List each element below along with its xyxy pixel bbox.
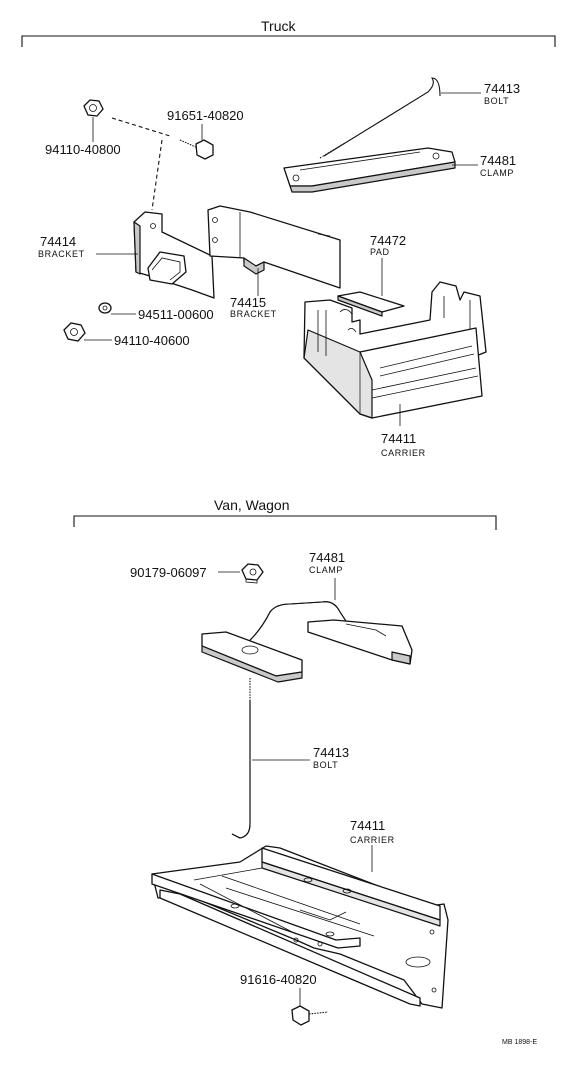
bracket-74414: [133, 211, 215, 299]
label-74411-van: 74411: [350, 818, 385, 833]
label-74411-truck: 74411: [381, 431, 416, 446]
section-bracket-van-wagon: [73, 515, 497, 530]
label-pad: PAD: [370, 247, 390, 257]
label-74414: 74414: [40, 234, 76, 249]
dashed-line-a: [111, 117, 171, 137]
nut-94110-40800: [83, 99, 104, 117]
label-74413-van: 74413: [313, 745, 349, 760]
label-clamp-truck: CLAMP: [480, 168, 514, 178]
nut-90179-06097: [241, 563, 264, 584]
clamp-74481-van: [201, 601, 413, 683]
section-bracket-truck: [21, 35, 556, 47]
carrier-74411-van: [151, 845, 449, 1009]
label-carrier-truck: CARRIER: [381, 448, 426, 458]
label-90179-06097: 90179-06097: [130, 565, 207, 580]
label-74413-truck: 74413: [484, 81, 520, 96]
label-carrier-van: CARRIER: [350, 835, 395, 845]
label-91651-40820: 91651-40820: [167, 108, 244, 123]
bolt-91651-40820: [179, 139, 214, 160]
label-clamp-van: CLAMP: [309, 565, 343, 575]
diagram-code: MB 1898-E: [502, 1039, 537, 1046]
bolt-74413-truck: [319, 77, 441, 159]
bolt-74413-van: [231, 678, 251, 839]
bolt-91616-40820: [291, 1005, 329, 1026]
dashed-line-b: [151, 139, 163, 211]
label-74481-van: 74481: [309, 550, 345, 565]
washer-94511-00600: [98, 302, 112, 314]
label-bolt-truck: BOLT: [484, 96, 509, 106]
label-bracket-74414: BRACKET: [38, 249, 85, 259]
clamp-74481-truck: [283, 147, 456, 193]
carrier-74411-truck: [303, 281, 487, 419]
label-74481-truck: 74481: [480, 153, 516, 168]
label-94110-40800: 94110-40800: [45, 142, 121, 157]
label-74472: 74472: [370, 233, 406, 248]
label-bolt-van: BOLT: [313, 760, 338, 770]
label-94110-40600: 94110-40600: [114, 333, 190, 348]
pad-74472: [337, 291, 405, 317]
label-bracket-74415: BRACKET: [230, 309, 277, 319]
label-94511-00600: 94511-00600: [138, 307, 214, 322]
label-91616-40820: 91616-40820: [240, 972, 317, 987]
label-74415: 74415: [230, 295, 266, 310]
bracket-74415: [207, 205, 341, 289]
section-title-van-wagon: Van, Wagon: [214, 497, 290, 513]
section-title-truck: Truck: [261, 18, 296, 34]
nut-94110-40600: [63, 322, 86, 342]
